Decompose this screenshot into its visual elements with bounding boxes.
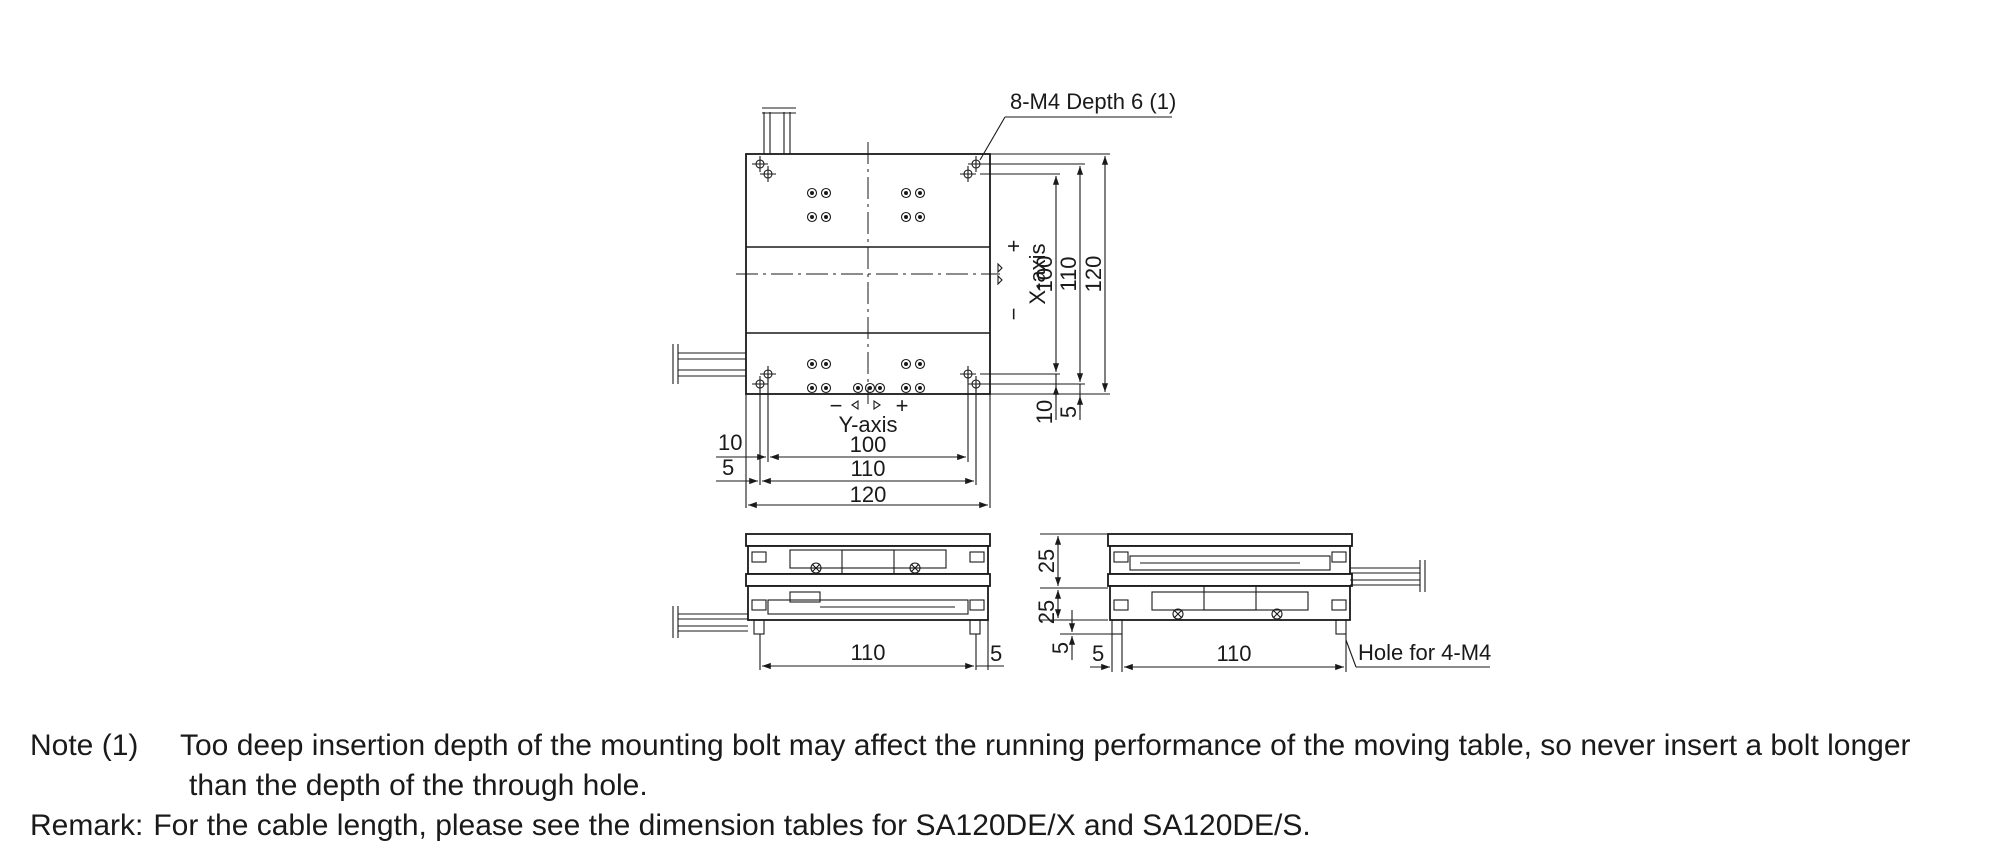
bottom-dimensions [716,374,991,509]
top-view: 8-M4 Depth 6 (1) − + X-axis − + Y-axis [672,89,1176,509]
note-line1: Too deep insertion depth of the mounting… [180,729,1911,762]
side-dim-110: 110 [1216,641,1251,666]
remark-text: For the cable length, please see the dim… [153,809,1311,842]
dim-x-100: 100 [1032,256,1057,293]
left-cable [672,344,746,384]
front-dim-110: 110 [850,640,885,665]
side-dim-25-top: 25 [1034,549,1059,573]
hole-callout: Hole for 4-M4 [1358,640,1491,665]
note-label: Note (1) [30,729,139,762]
dim-y-5: 5 [722,455,734,480]
technical-drawing: 8-M4 Depth 6 (1) − + X-axis − + Y-axis [672,89,1491,672]
side-dim-5-horiz: 5 [1092,641,1104,666]
x-axis-label: X-axis [1025,243,1050,304]
front-view: 110 5 [672,533,1004,670]
dim-y-100: 100 [850,432,887,457]
side-view: 25 25 5 5 110 Hole for 4-M4 [1034,533,1491,672]
right-dimensions [980,153,1110,420]
front-dim-5: 5 [990,641,1002,666]
note-row: Note (1) Too deep insertion depth of the… [30,726,1911,766]
dim-y-110: 110 [850,456,885,481]
y-axis-minus: − [830,393,843,418]
x-axis-plus: + [1001,240,1026,253]
notes-block: Note (1) Too deep insertion depth of the… [30,726,1911,846]
side-dim-5-vert: 5 [1048,642,1073,654]
dim-x-120: 120 [1081,256,1106,293]
hole-pattern [806,187,926,394]
dim-y-10: 10 [718,430,742,455]
x-axis-minus: − [1001,308,1026,321]
dim-x-110: 110 [1056,256,1081,291]
side-dim-25-bottom: 25 [1034,600,1059,624]
remark-label: Remark: [30,809,144,842]
dim-y-120: 120 [850,482,887,507]
dim-x-10: 10 [1032,400,1057,424]
y-axis-plus: + [896,393,909,418]
mount-holes-callout: 8-M4 Depth 6 (1) [1010,89,1176,114]
y-axis-label: Y-axis [838,412,897,437]
top-cable [762,107,796,154]
remark-row: Remark: For the cable length, please see… [30,806,1911,846]
dim-x-5: 5 [1056,406,1081,418]
note-line2: than the depth of the through hole. [189,769,648,802]
